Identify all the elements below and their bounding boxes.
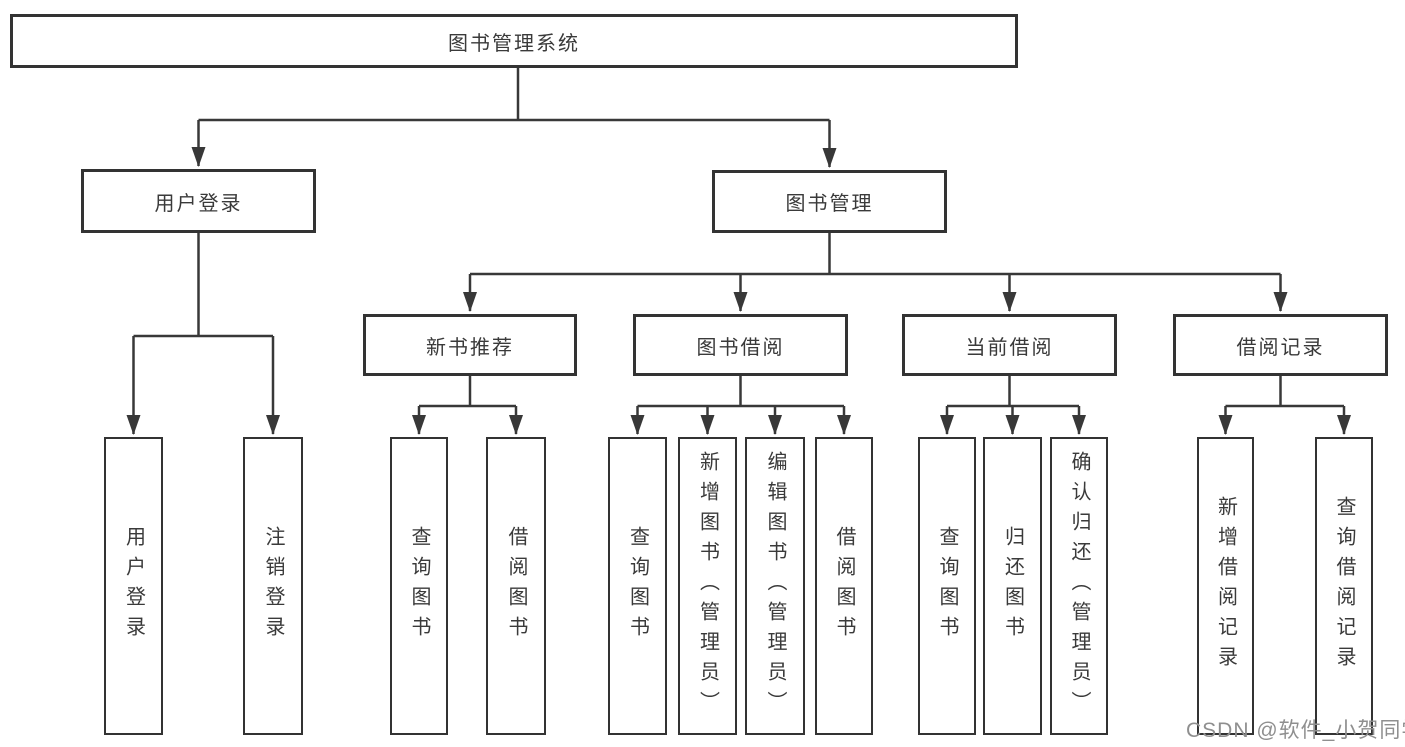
leaf-bb-borrow-book: 借阅图书 [815,437,873,735]
leaf-bb-query-book: 查询图书 [608,437,667,735]
leaf-cb-confirm-return: 确认归还（管理员） [1050,437,1108,735]
node-book-mgmt: 图书管理 [712,170,947,233]
node-current-borrow: 当前借阅 [902,314,1117,376]
node-user-login: 用户登录 [81,169,316,233]
edge-borrow-record-to-leaves [1218,376,1351,435]
edge-current-borrow-to-leaves [940,376,1086,435]
node-root: 图书管理系统 [10,14,1018,68]
edge-book-borrow-to-leaves [630,376,851,435]
edge-root-to-level2 [191,68,837,168]
leaf-bb-edit-book: 编辑图书（管理员） [745,437,805,735]
edge-user-login-to-leaves [126,233,280,435]
leaf-user-login: 用户登录 [104,437,163,735]
leaf-cb-query-book: 查询图书 [918,437,976,735]
leaf-rec-borrow-book: 借阅图书 [486,437,546,735]
leaf-br-add-record: 新增借阅记录 [1197,437,1254,735]
leaf-cb-return-book: 归还图书 [983,437,1042,735]
node-borrow-record: 借阅记录 [1173,314,1388,376]
edge-book-mgmt-to-level3 [463,233,1288,312]
leaf-rec-query-book: 查询图书 [390,437,448,735]
leaf-logout: 注销登录 [243,437,303,735]
csdn-watermark: CSDN @软件_小贺同学 [1186,719,1405,742]
node-book-borrow: 图书借阅 [633,314,848,376]
leaf-br-query-record: 查询借阅记录 [1315,437,1373,735]
edge-new-book-rec-to-leaves [412,376,523,435]
leaf-bb-add-book: 新增图书（管理员） [678,437,737,735]
node-new-book-rec: 新书推荐 [363,314,577,376]
